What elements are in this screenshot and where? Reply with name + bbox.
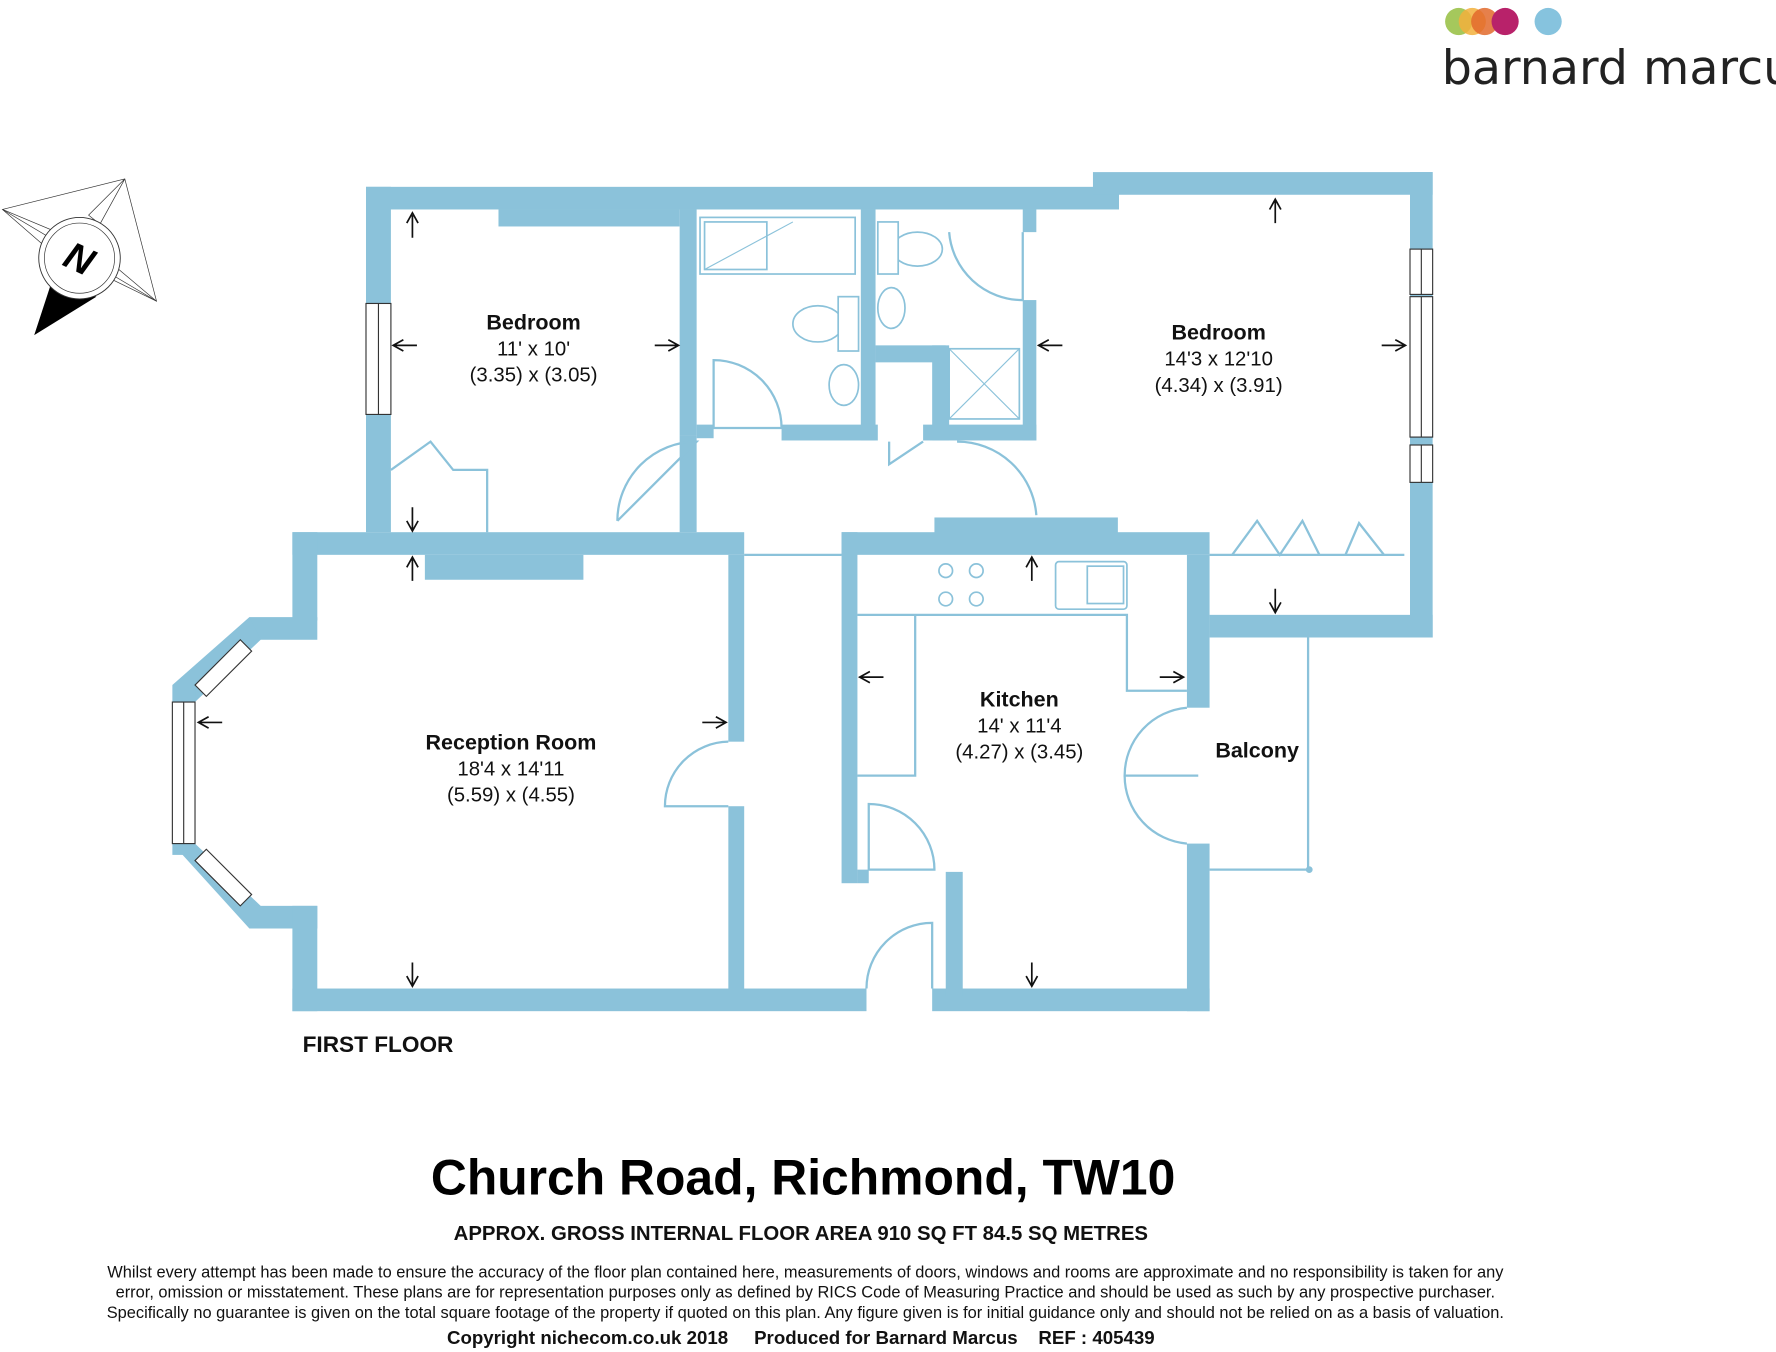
room-name: Bedroom xyxy=(1171,321,1265,345)
windows xyxy=(171,248,1434,907)
room-metric: (4.27) x (3.45) xyxy=(955,742,1083,764)
room-imperial: 18'4 x 14'11 xyxy=(457,759,564,781)
room-imperial: 14'3 x 12'10 xyxy=(1164,349,1273,371)
disclaimer-line-1: Whilst every attempt has been made to en… xyxy=(107,1263,1504,1281)
copyright: Copyright nichecom.co.uk 2018 Produced f… xyxy=(447,1327,1155,1348)
disclaimer-line-2: error, omission or misstatement. These p… xyxy=(116,1284,1495,1302)
property-address: Church Road, Richmond, TW10 xyxy=(431,1150,1175,1206)
room-name: Reception Room xyxy=(426,731,597,755)
walls xyxy=(172,172,1433,1012)
doors-fixtures xyxy=(390,216,1405,989)
room-metric: (4.34) x (3.91) xyxy=(1155,375,1283,397)
room-imperial: 14' x 11'4 xyxy=(977,716,1061,738)
room-metric: (5.59) x (4.55) xyxy=(447,785,575,807)
room-imperial: 11' x 10' xyxy=(497,339,570,361)
room-label-bedroom-2: Bedroom 14'3 x 12'10 (4.34) x (3.91) xyxy=(1155,321,1283,397)
room-label-kitchen: Kitchen 14' x 11'4 (4.27) x (3.45) xyxy=(955,688,1083,764)
room-name: Kitchen xyxy=(980,688,1059,712)
room-label-bedroom-1: Bedroom 11' x 10' (3.35) x (3.05) xyxy=(470,311,598,387)
room-label-balcony: Balcony xyxy=(1215,739,1299,763)
brand-name: barnard marcus xyxy=(1442,41,1776,96)
room-metric: (3.35) x (3.05) xyxy=(470,365,598,387)
disclaimer-line-3: Specifically no guarantee is given on th… xyxy=(107,1304,1504,1322)
room-name: Bedroom xyxy=(486,311,580,335)
floor-area: APPROX. GROSS INTERNAL FLOOR AREA 910 SQ… xyxy=(454,1223,1148,1245)
floor-label: FIRST FLOOR xyxy=(303,1032,454,1057)
compass-icon: N xyxy=(1,178,158,336)
dimension-arrows xyxy=(196,197,1408,989)
brand-logo: barnard marcus xyxy=(1442,7,1776,96)
room-label-reception: Reception Room 18'4 x 14'11 (5.59) x (4.… xyxy=(426,731,597,807)
